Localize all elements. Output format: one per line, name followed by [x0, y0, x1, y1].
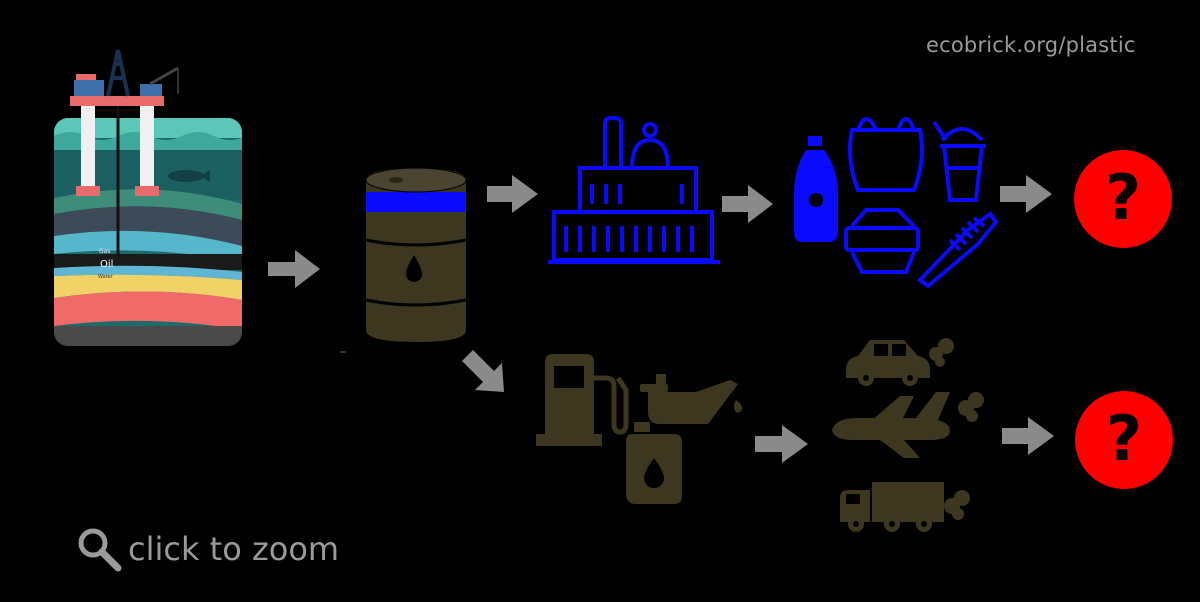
- svg-text:?: ?: [1105, 161, 1141, 234]
- airplane-icon: [832, 392, 984, 458]
- arrow-fuels-to-vehicles: [755, 425, 808, 463]
- refinery-icon: [548, 116, 720, 264]
- arrow-vehicles-to-question: [1002, 417, 1054, 455]
- plastic-bag-icon: [848, 117, 924, 192]
- svg-text:Water: Water: [98, 274, 114, 280]
- magnifier-icon: [78, 528, 122, 572]
- source-url: ecobrick.org/plastic: [926, 33, 1136, 57]
- comb-icon: [916, 211, 999, 289]
- fuel-pump-icon: [536, 354, 629, 446]
- bottle-icon: [794, 136, 838, 242]
- arrow-products-to-question: [1000, 175, 1052, 213]
- svg-text:?: ?: [1106, 402, 1142, 475]
- arrow-barrel-to-refinery: [487, 175, 538, 213]
- click-to-zoom-button[interactable]: click to zoom: [76, 526, 339, 572]
- svg-text:Gas: Gas: [99, 248, 110, 255]
- plastic-outcome-unknown: ?: [1074, 150, 1172, 248]
- arrow-refinery-to-products: [722, 185, 773, 223]
- jerrycan-icon: [626, 422, 682, 504]
- oil-rig-icon: Gas Oil Water: [54, 49, 242, 346]
- oil-label: Oil: [100, 259, 113, 270]
- fuel-outcome-unknown: ?: [1075, 391, 1173, 489]
- car-icon: [846, 338, 954, 386]
- oil-can-icon: [640, 374, 743, 424]
- arrow-barrel-to-fuels: [462, 350, 504, 392]
- arrow-well-to-barrel: [268, 250, 320, 288]
- cup-icon: [932, 120, 986, 202]
- food-container-icon: [844, 208, 920, 274]
- truck-icon: [840, 482, 970, 532]
- oil-barrel-icon: [340, 167, 467, 353]
- click-to-zoom-label: click to zoom: [128, 530, 340, 568]
